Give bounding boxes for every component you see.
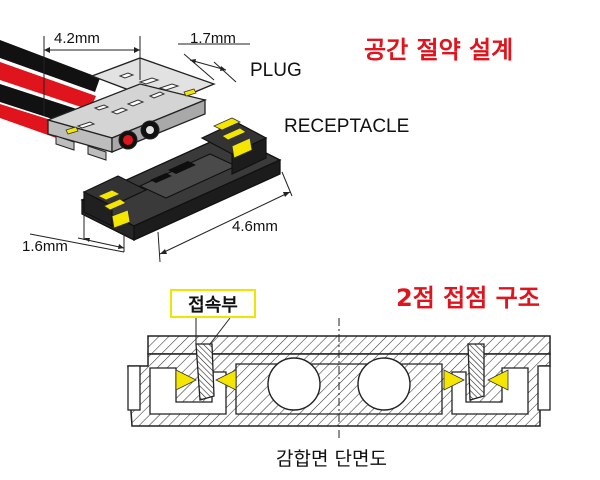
contact-marker-left-2 (215, 369, 237, 391)
receptacle-label: RECEPTACLE (284, 116, 410, 137)
contact-marker-right-2 (487, 369, 509, 391)
dim-plug-depth: 1.7mm (190, 30, 236, 47)
plug-connector (45, 57, 216, 161)
contact-label: 접속부 (188, 294, 238, 316)
dim-receptacle-width: 4.6mm (232, 218, 278, 235)
contact-markers (175, 369, 509, 391)
two-point-contact-heading: 2점 접점 구조 (396, 284, 540, 312)
contact-marker-left-1 (175, 369, 197, 391)
receptacle-connector (80, 117, 282, 242)
dim-receptacle-depth: 1.6mm (22, 238, 68, 255)
space-saving-heading: 공간 절약 설계 (364, 36, 514, 64)
contact-marker-right-1 (443, 369, 465, 391)
contact-label-box: 접속부 (170, 289, 256, 318)
dim-plug-width: 4.2mm (54, 30, 100, 47)
section-caption: 감합면 단면도 (276, 448, 387, 470)
plug-label: PLUG (250, 60, 302, 81)
dimension-lines (29, 36, 293, 263)
